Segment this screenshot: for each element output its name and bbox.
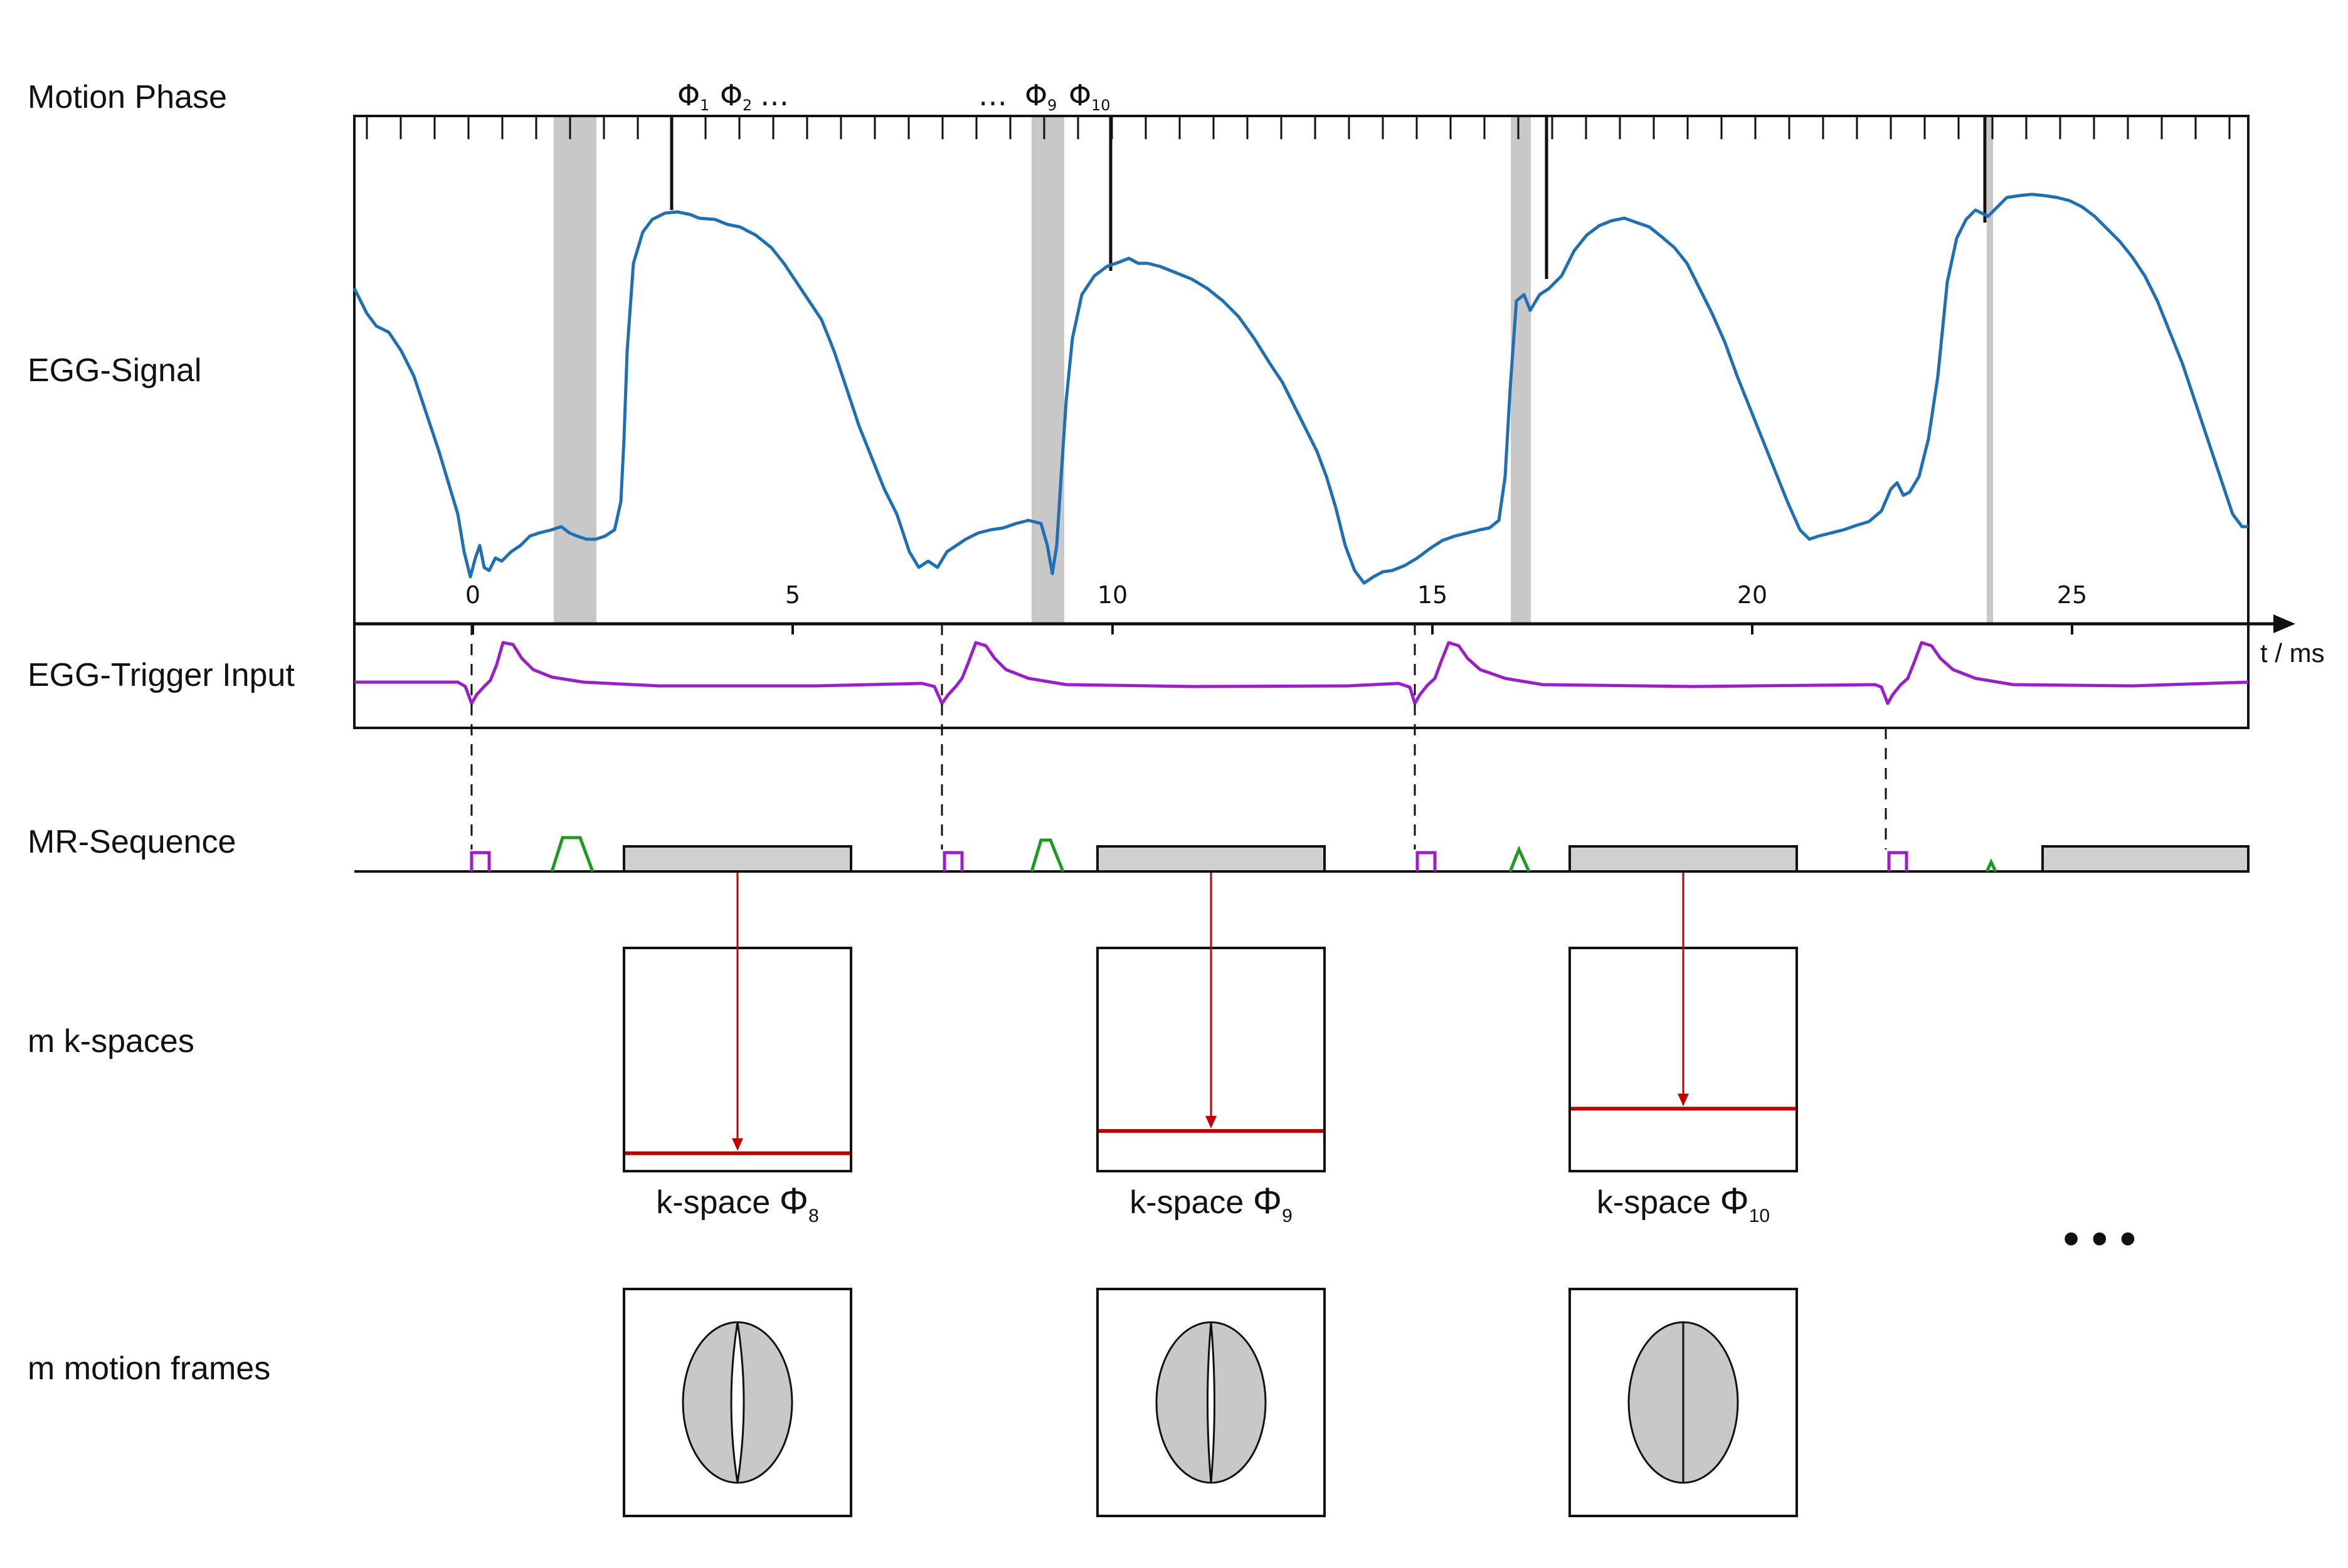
gating-window <box>554 116 596 624</box>
readout-block <box>623 845 852 873</box>
motion-phase-ticks <box>366 116 2231 139</box>
gating-windows <box>554 116 1993 624</box>
label-egg-signal: EGG-Signal <box>28 352 201 389</box>
rf-pulse <box>1887 851 1908 871</box>
phi-symbol: Φ <box>677 78 700 112</box>
phase-markers <box>670 116 1987 279</box>
time-axis-tick-label: 15 <box>1417 581 1447 609</box>
gradient-pulse <box>1508 845 1531 873</box>
continuation-dots: • • • <box>2063 1214 2136 1264</box>
kspace-panels: k-space Φ8 k-space Φ9 k-space Φ10 <box>623 873 1798 1226</box>
time-axis-ticks: 0 5 10 15 20 25 <box>465 581 2087 634</box>
gradient-pulse <box>1030 838 1065 872</box>
gating-window <box>1987 116 1993 624</box>
trigger-panel <box>353 623 2250 729</box>
time-axis-tick-label: 20 <box>1737 581 1767 609</box>
phase-annotation-left: Φ 1 Φ 2 … <box>677 78 789 114</box>
motion-frame-phi10 <box>1568 1288 1798 1517</box>
kspace-caption: k-space Φ9 <box>1129 1181 1293 1226</box>
kspace-caption: k-space Φ8 <box>656 1181 819 1226</box>
motion-frames <box>623 1288 1798 1517</box>
label-mr-sequence: MR-Sequence <box>28 824 236 860</box>
readout-block <box>2041 845 2250 873</box>
motion-frame-phi8 <box>623 1288 852 1517</box>
readout-blocks <box>623 845 2250 873</box>
time-axis-tick-label: 10 <box>1097 581 1128 609</box>
kspace-fill-arrowhead <box>732 1138 743 1151</box>
gating-window <box>1032 116 1064 624</box>
trigger-dashed-lines <box>470 624 1887 850</box>
label-motion-phase: Motion Phase <box>28 79 227 115</box>
phi-subscript: 10 <box>1091 97 1111 114</box>
time-axis-arrowhead <box>2273 614 2295 633</box>
kspace-panel-phi8: k-space Φ8 <box>623 873 852 1226</box>
label-egg-trigger-input: EGG-Trigger Input <box>28 657 295 693</box>
glottal-opening <box>730 1322 745 1483</box>
gating-window <box>1511 116 1531 624</box>
kspace-fill-arrowhead <box>1205 1115 1217 1129</box>
kspace-caption: k-space Φ10 <box>1597 1181 1770 1226</box>
label-m-motion-frames: m motion frames <box>28 1350 270 1387</box>
kspace-panel-phi10: k-space Φ10 <box>1568 873 1798 1226</box>
rf-pulse <box>470 851 491 871</box>
egg-signal-panel <box>353 115 2250 625</box>
rf-pulse <box>1415 851 1437 871</box>
motion-frame-phi9 <box>1096 1288 1326 1517</box>
egg-signal-curve <box>352 192 2248 585</box>
kspace-fill-arrowhead <box>1678 1093 1689 1107</box>
gradient-pulse <box>550 836 595 872</box>
trigger-signal-curve <box>354 641 2249 705</box>
ellipsis: … <box>978 78 1007 112</box>
phase-annotation-right: … Φ 9 Φ 10 <box>978 78 1111 114</box>
phi-symbol: Φ <box>1025 78 1047 112</box>
time-axis-tick-label: 5 <box>785 581 800 609</box>
phi-subscript: 1 <box>700 97 709 114</box>
label-m-kspaces: m k-spaces <box>28 1023 194 1060</box>
gradient-pulse <box>1985 858 1997 873</box>
phi-subscript: 2 <box>743 97 752 114</box>
time-axis-tick-label: 25 <box>2057 581 2087 609</box>
mr-sequence-row <box>354 836 2250 873</box>
rf-pulse <box>943 851 964 871</box>
readout-block <box>1568 845 1798 873</box>
phi-subscript: 9 <box>1047 97 1057 114</box>
time-axis-unit-label: t / ms <box>2260 638 2325 668</box>
rf-pulses <box>470 851 1908 871</box>
glottal-opening <box>1207 1322 1215 1483</box>
phi-symbol: Φ <box>1069 78 1091 112</box>
kspace-panel-phi9: k-space Φ9 <box>1096 873 1326 1226</box>
readout-block <box>1096 845 1326 873</box>
phi-symbol: Φ <box>720 78 743 112</box>
ellipsis: … <box>760 78 789 112</box>
gradient-pulses <box>550 836 1997 873</box>
time-axis-tick-label: 0 <box>465 581 480 609</box>
